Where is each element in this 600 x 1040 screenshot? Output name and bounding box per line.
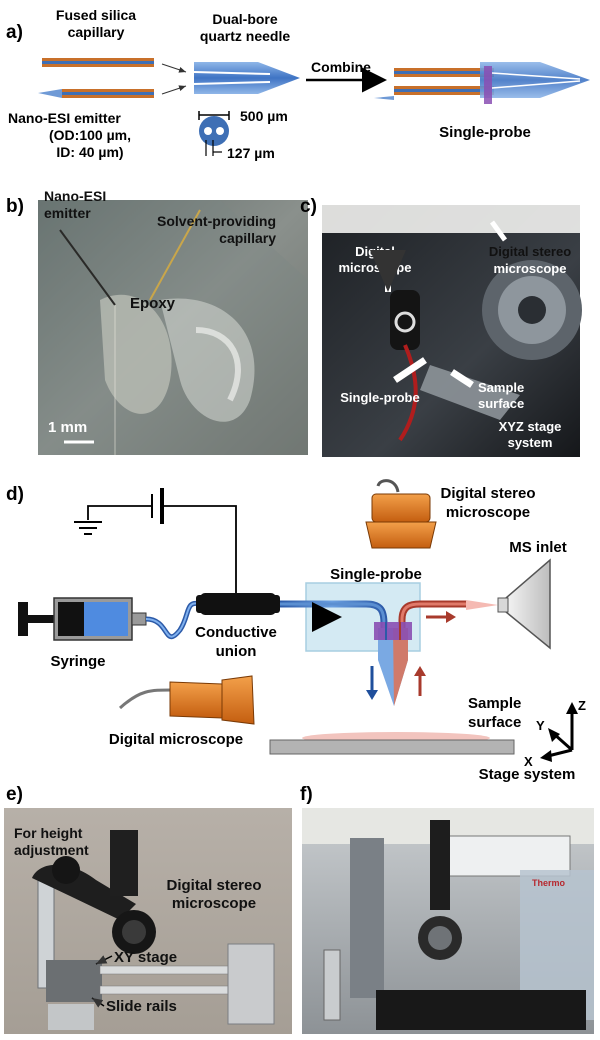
panel-label-d: d) <box>6 484 24 505</box>
syringe-icon <box>18 597 147 641</box>
panel-label-f: f) <box>300 784 313 805</box>
d-dsm-label-1: Digital stereo <box>440 485 535 502</box>
b-emitter-label-1: Nano-ESI <box>44 188 106 204</box>
e-height-label-2: adjustment <box>14 842 89 858</box>
dual-bore-label-1: Dual-bore <box>212 11 278 27</box>
dim-127-label: 127 µm <box>227 145 275 161</box>
c-dm-label-1: Digital <box>355 244 395 259</box>
emitter-label-2: (OD:100 µm, <box>49 127 131 143</box>
e-dsm-label-1: Digital stereo <box>166 877 261 894</box>
c-dm-label-2: microscope <box>339 260 412 275</box>
axis-z-label: Z <box>578 698 586 713</box>
fused-silica-label-2: capillary <box>68 24 125 40</box>
axis-x-label: X <box>524 754 533 769</box>
c-sample-label-1: Sample <box>478 380 524 395</box>
d-sample-label-1: Sample <box>468 695 521 712</box>
e-xy-stage-label: XY stage <box>114 949 177 966</box>
b-emitter-label-2: emitter <box>44 205 91 221</box>
stage-system-label: Stage system <box>479 766 576 783</box>
panel-label-c: c) <box>300 196 317 217</box>
digital-microscope-label: Digital microscope <box>109 731 243 748</box>
combine-label: Combine <box>311 59 371 75</box>
stage-platform <box>269 739 515 755</box>
panel-label-e: e) <box>6 784 23 805</box>
e-dsm-label-2: microscope <box>172 895 256 912</box>
single-probe-label-a: Single-probe <box>439 124 531 141</box>
c-xyz-label-1: XYZ stage <box>499 419 562 434</box>
e-slide-rails-label: Slide rails <box>106 998 177 1015</box>
panel-a: a) Fused silica capillary Dual-bore quar… <box>6 7 590 161</box>
syringe-label: Syringe <box>50 653 105 670</box>
c-single-probe-label: Single-probe <box>340 390 419 405</box>
panel-c: c) Digital microscope Digital stereo mic… <box>300 196 582 457</box>
c-xyz-label-2: system <box>508 435 553 450</box>
panel-e: e) For height adjustment Digital stereo … <box>4 784 292 1034</box>
c-sample-label-2: surface <box>478 396 524 411</box>
axis-y-label: Y <box>536 718 545 733</box>
digital-microscope-icon <box>118 675 255 725</box>
nano-esi-emitter <box>38 89 154 98</box>
ms-inlet-label: MS inlet <box>509 539 567 556</box>
d-single-probe-label: Single-probe <box>330 566 422 583</box>
b-epoxy-label: Epoxy <box>130 295 176 312</box>
panel-label-b: b) <box>6 196 24 217</box>
emitter-label-1: Nano-ESI emitter <box>8 110 121 126</box>
xyz-axes <box>540 702 578 762</box>
c-dsm-label-2: microscope <box>494 261 567 276</box>
b-solvent-label-1: Solvent-providing <box>157 213 276 229</box>
dual-bore-label-2: quartz needle <box>200 28 290 44</box>
fused-silica-label-1: Fused silica <box>56 7 136 23</box>
panel-label-a: a) <box>6 22 23 43</box>
f-brand-text: Thermo <box>532 878 566 888</box>
panel-d: d) Digital stereo microscope MS inlet <box>6 479 586 783</box>
e-height-label-1: For height <box>14 825 83 841</box>
panel-f: f) Thermo <box>300 784 594 1034</box>
ms-inlet-icon <box>466 558 551 650</box>
single-probe-assembly <box>374 62 590 104</box>
b-scale-label: 1 mm <box>48 419 87 436</box>
panel-b: b) Nano-ESI emitter Solvent-providing ca… <box>6 188 308 455</box>
c-dsm-label-1: Digital stereo <box>489 244 571 259</box>
d-sample-label-2: surface <box>468 714 521 731</box>
d-dsm-label-2: microscope <box>446 504 530 521</box>
probe-tip <box>374 622 412 706</box>
fused-silica-capillary <box>42 58 154 67</box>
union-label-1: Conductive <box>195 624 277 641</box>
needle-cross-section <box>198 111 230 156</box>
voltage-circuit <box>74 488 237 597</box>
b-solvent-label-2: capillary <box>219 230 276 246</box>
conductive-union-icon <box>196 593 280 615</box>
stereo-microscope-icon <box>365 479 437 549</box>
dual-bore-needle <box>193 62 300 94</box>
dim-500-label: 500 µm <box>240 108 288 124</box>
union-label-2: union <box>216 643 257 660</box>
emitter-label-3: ID: 40 µm) <box>56 144 123 160</box>
